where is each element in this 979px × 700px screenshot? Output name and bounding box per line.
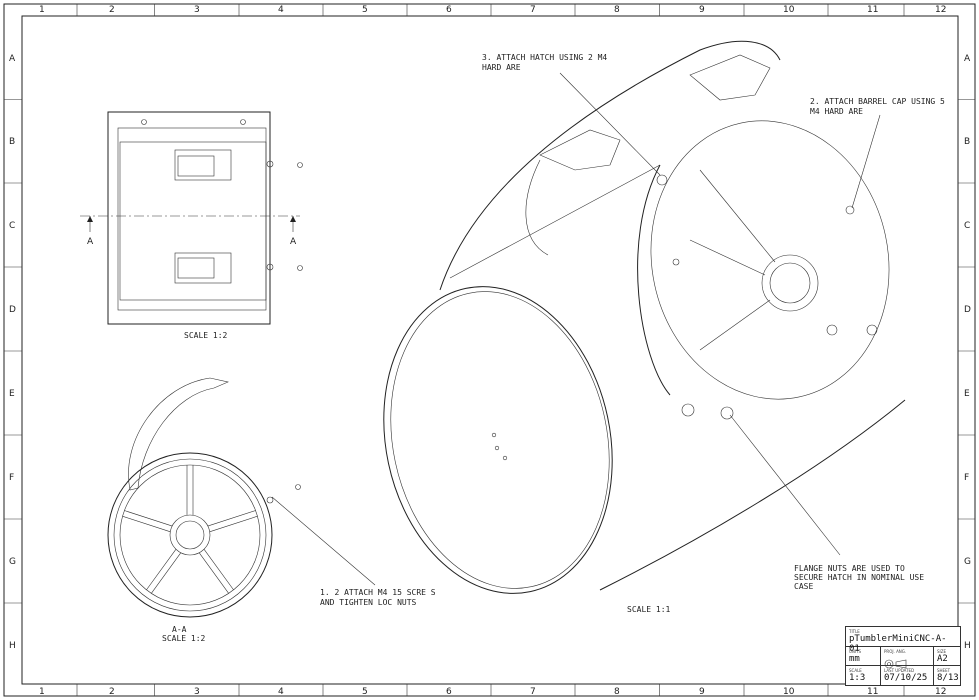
note-2: 2. ATTACH BARREL CAP USING 5 M4 HARD ARE bbox=[810, 97, 945, 116]
title-label: TITLE bbox=[849, 629, 860, 634]
top-view-scale: SCALE 1:2 bbox=[184, 331, 228, 340]
column-label: 9 bbox=[699, 687, 705, 697]
column-label: 11 bbox=[867, 5, 878, 15]
units-value: mm bbox=[849, 654, 860, 664]
row-label: H bbox=[9, 641, 16, 651]
section-view-title: A-A bbox=[172, 625, 187, 634]
units-label: UNITS bbox=[849, 649, 862, 654]
column-label: 4 bbox=[278, 687, 284, 697]
row-label: D bbox=[964, 305, 971, 315]
svg-text:FLANGE NUTS ARE USED TO: FLANGE NUTS ARE USED TO bbox=[794, 564, 905, 573]
column-label: 7 bbox=[530, 687, 536, 697]
row-label: F bbox=[9, 473, 14, 483]
column-label: 3 bbox=[194, 687, 200, 697]
last-updated-value: 07/10/25 bbox=[884, 673, 928, 683]
column-label: 12 bbox=[935, 5, 946, 15]
svg-text:SECURE HATCH IN NOMINAL USE: SECURE HATCH IN NOMINAL USE bbox=[794, 573, 924, 582]
row-labels: A A B B C C D D E E F F G G H H bbox=[4, 54, 975, 651]
column-label: 7 bbox=[530, 5, 536, 15]
row-label: F bbox=[964, 473, 969, 483]
row-label: E bbox=[9, 389, 15, 399]
drawing-title: pTumblerMiniCNC-A-01 bbox=[849, 634, 947, 654]
column-label: 1 bbox=[39, 687, 45, 697]
section-view: A-A SCALE 1:2 bbox=[107, 377, 301, 643]
row-label: B bbox=[964, 137, 970, 147]
row-label: A bbox=[9, 54, 16, 64]
section-mark-right: A bbox=[290, 237, 297, 247]
column-label: 8 bbox=[614, 5, 620, 15]
svg-text:M4 HARD ARE: M4 HARD ARE bbox=[810, 107, 863, 116]
outer-border bbox=[3, 3, 976, 697]
sheet-value: 8/13 bbox=[937, 673, 959, 683]
section-mark-left: A bbox=[87, 237, 94, 247]
sheet-label: SHEET bbox=[937, 668, 951, 673]
svg-text:2. ATTACH BARREL CAP USING 5: 2. ATTACH BARREL CAP USING 5 bbox=[810, 97, 945, 106]
projection-symbol-icon bbox=[884, 659, 907, 669]
last-updated-label: LAST UPDATED bbox=[884, 668, 915, 673]
note-3: 3. ATTACH HATCH USING 2 M4 HARD ARE bbox=[482, 53, 607, 72]
row-label: B bbox=[9, 137, 15, 147]
svg-text:1. 2 ATTACH M4 15 SCRE S: 1. 2 ATTACH M4 15 SCRE S bbox=[320, 588, 436, 597]
column-label: 11 bbox=[867, 687, 878, 697]
scale-value: 1:3 bbox=[849, 673, 866, 683]
row-label: E bbox=[964, 389, 970, 399]
row-label: D bbox=[9, 305, 16, 315]
note-flange-nuts: FLANGE NUTS ARE USED TO SECURE HATCH IN … bbox=[794, 564, 924, 591]
column-label: 5 bbox=[362, 687, 368, 697]
proj-angle-label: PROJ. ANG. bbox=[884, 649, 907, 654]
size-label: SIZE bbox=[937, 649, 946, 654]
row-label: H bbox=[964, 641, 971, 651]
column-label: 8 bbox=[614, 687, 620, 697]
column-label: 12 bbox=[935, 687, 946, 697]
title-block: TITLE pTumblerMiniCNC-A-01 UNITS mm PROJ… bbox=[845, 626, 961, 686]
svg-text:HARD ARE: HARD ARE bbox=[482, 63, 521, 72]
row-label: C bbox=[9, 221, 15, 231]
svg-text:CASE: CASE bbox=[794, 582, 813, 591]
row-label: G bbox=[964, 557, 971, 567]
note-1: 1. 2 ATTACH M4 15 SCRE S AND TIGHTEN LOC… bbox=[320, 588, 436, 607]
svg-text:AND TIGHTEN LOC NUTS: AND TIGHTEN LOC NUTS bbox=[320, 598, 417, 607]
size-value: A2 bbox=[937, 654, 948, 664]
row-label: A bbox=[964, 54, 971, 64]
column-label: 2 bbox=[109, 5, 115, 15]
row-label: C bbox=[964, 221, 970, 231]
scale-label: SCALE bbox=[849, 668, 862, 673]
column-label: 5 bbox=[362, 5, 368, 15]
column-label: 2 bbox=[109, 687, 115, 697]
column-label: 3 bbox=[194, 5, 200, 15]
inner-border bbox=[21, 15, 959, 685]
iso-view-scale: SCALE 1:1 bbox=[627, 605, 671, 614]
svg-text:3. ATTACH HATCH USING 2 M4: 3. ATTACH HATCH USING 2 M4 bbox=[482, 53, 607, 62]
section-view-scale: SCALE 1:2 bbox=[162, 634, 206, 643]
column-label: 4 bbox=[278, 5, 284, 15]
column-label: 1 bbox=[39, 5, 45, 15]
column-label: 6 bbox=[446, 5, 452, 15]
row-label: G bbox=[9, 557, 16, 567]
column-label: 9 bbox=[699, 5, 705, 15]
isometric-view: SCALE 1:1 bbox=[383, 40, 906, 614]
column-label: 10 bbox=[783, 687, 795, 697]
top-view: A A SCALE 1:2 bbox=[80, 111, 303, 340]
column-label: 10 bbox=[783, 5, 795, 15]
column-label: 6 bbox=[446, 687, 452, 697]
